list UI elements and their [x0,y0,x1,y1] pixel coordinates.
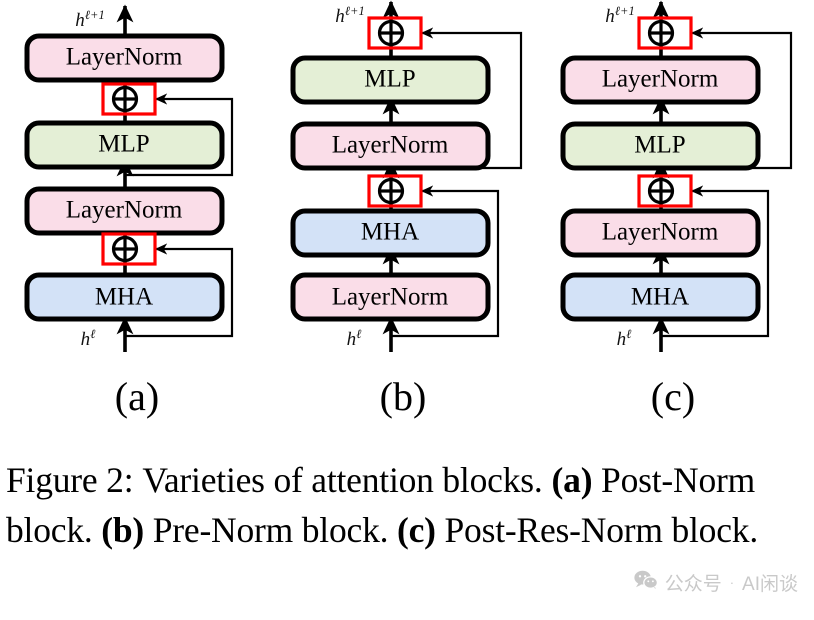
panel-c-block-layernorm-upper [560,55,761,105]
panel-b-adder-lower-cross [379,179,403,203]
panel-b-output-label: hℓ+1 [335,4,364,27]
panel-b-block-layernorm-lower-label: LayerNorm [332,284,449,311]
panel-b-block-mha-label: MHA [361,219,419,246]
panel-b-block-layernorm-upper-label: LayerNorm [332,132,449,159]
panel-c-output-label: hℓ+1 [605,4,634,27]
panel-c-adder-upper [637,16,693,50]
wechat-icon [634,570,658,596]
panel-b-block-layernorm-lower [290,272,491,322]
panel-c-block-mha-label: MHA [631,284,689,311]
panel-b-block-mlp [290,55,491,105]
panel-a-block-mlp-label: MLP [98,131,149,158]
panel-c-adder-lower-highlight [637,174,693,208]
panel-c: MHA LayerNorm MLP LayerNorm hℓ+1 hℓ (c) [560,0,793,419]
panel-b-residual-lower [391,185,500,338]
panel-c-block-layernorm-upper-label: LayerNorm [602,66,719,93]
watermark-label: 公众号 [664,574,722,595]
panel-a: MHA LayerNorm MLP LayerNorm hℓ+1 hℓ (a) [24,4,234,419]
attention-blocks-svg: MHA LayerNorm MLP LayerNorm hℓ+1 hℓ (a) [24,0,793,419]
panel-b-adder-lower-highlight [367,174,423,208]
panel-b-adder-lower [367,174,423,208]
caption-text-a: Post-Norm block. [6,460,756,550]
panel-c-adder-upper-highlight [637,16,693,50]
panel-a-block-mha [24,272,225,322]
panel-c-block-mha [560,272,761,322]
panel-a-adder-lower-cross [113,237,137,261]
panel-b-block-mha [290,208,491,258]
panel-b-block-mlp-label: MLP [364,66,415,93]
panel-c-adder-lower-cross [649,179,673,203]
watermark: 公众号 · AI闲谈 [634,569,798,596]
panel-a-block-layernorm-upper-label: LayerNorm [66,44,183,71]
panel-b-adder-upper [367,16,423,50]
panel-c-input-label: hℓ [617,327,632,350]
panel-b-caption-label: (b) [380,374,427,419]
panel-a-block-layernorm-upper [24,33,225,83]
panel-c-block-layernorm-lower [560,208,761,258]
watermark-separator: · [729,575,735,590]
panel-a-caption-label: (a) [115,374,159,419]
panel-b: LayerNorm MHA LayerNorm MLP hℓ+1 hℓ (b) [290,0,523,419]
watermark-account: AI闲谈 [742,574,798,595]
panel-c-block-mlp-label: MLP [634,132,685,159]
caption-main: Varieties of attention blocks. [142,460,543,500]
panel-c-residual-lower [661,185,770,338]
panel-a-block-mha-label: MHA [95,284,153,311]
panel-a-block-mlp [24,120,225,170]
panel-c-adder-lower [637,174,693,208]
panel-a-output-label: hℓ+1 [75,8,104,31]
caption-tag-c: (c) [397,510,436,550]
panel-a-input-label: hℓ [81,327,96,350]
panel-a-adder-upper-highlight [101,82,157,116]
panel-b-input-label: hℓ [347,327,362,350]
panel-b-adder-upper-highlight [367,16,423,50]
caption-prefix: Figure 2: [6,460,134,500]
panel-a-adder-lower-highlight [101,232,157,266]
panel-c-caption-label: (c) [651,374,695,419]
figure-diagram-area: MHA LayerNorm MLP LayerNorm hℓ+1 hℓ (a) [24,0,793,419]
panel-c-block-layernorm-lower-label: LayerNorm [602,219,719,246]
panel-c-adder-upper-cross [649,21,673,45]
figure-caption: Figure 2:Varieties of attention blocks.(… [6,455,808,555]
panel-a-residual-lower [125,243,234,338]
panel-c-block-mlp [560,121,761,171]
caption-tag-b: (b) [101,510,145,550]
caption-tag-a: (a) [551,460,593,500]
panel-a-adder-lower [101,232,157,266]
panel-b-block-layernorm-upper [290,121,491,171]
panel-a-residual-upper [125,93,234,177]
panel-a-block-layernorm-lower-label: LayerNorm [66,197,183,224]
panel-a-adder-upper-cross [113,87,137,111]
caption-text-b: Pre-Norm block. [152,510,389,550]
panel-b-adder-upper-cross [379,21,403,45]
caption-text-c: Post-Res-Norm block. [444,510,759,550]
panel-a-adder-upper [101,82,157,116]
